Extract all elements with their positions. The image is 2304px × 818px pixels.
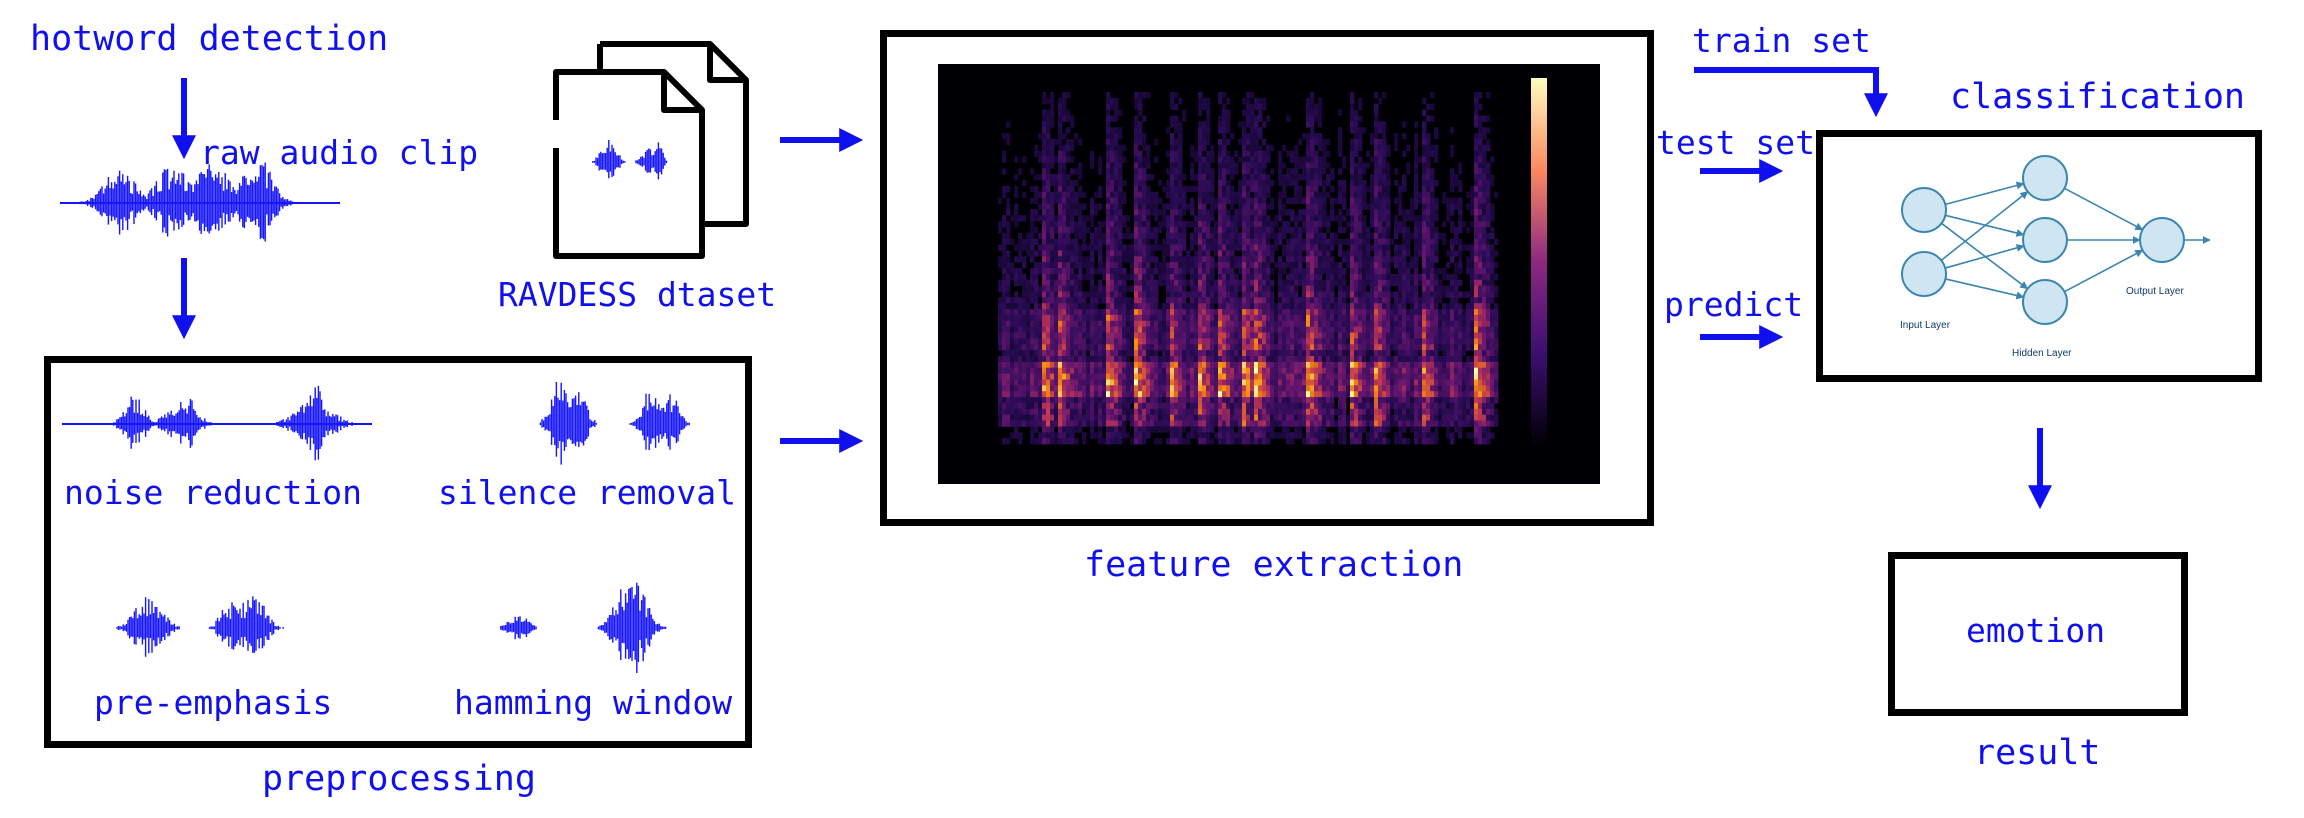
pre-emphasis-label: pre-emphasis (94, 683, 333, 722)
silence-removal-label: silence removal (438, 473, 737, 512)
network-node (2022, 279, 2068, 325)
hotword-label: hotword detection (30, 19, 389, 59)
hidden-layer-label: Hidden Layer (2012, 348, 2072, 359)
emotion-label: emotion (1966, 611, 2106, 650)
output-layer-label: Output Layer (2126, 286, 2184, 297)
emotion-box (1888, 552, 2188, 716)
feature-extraction-label: feature extraction (1084, 545, 1464, 585)
result-label: result (1974, 733, 2101, 773)
waveform-icon (60, 162, 340, 242)
network-node (2022, 155, 2068, 201)
dataset-label: RAVDESS dtaset (498, 275, 777, 314)
hamming-window-label: hamming window (454, 683, 733, 722)
predict-label: predict (1664, 285, 1804, 324)
waveform-icon (539, 382, 690, 465)
network-node (1901, 187, 1947, 233)
network-node (1901, 251, 1947, 297)
classification-label: classification (1950, 77, 2246, 117)
waveform-icon (592, 140, 668, 180)
document-stack-icon (552, 41, 749, 259)
waveform-icon (116, 596, 284, 657)
network-node (2022, 217, 2068, 263)
arrow-icon (1694, 67, 1888, 118)
spectrogram-image (938, 64, 1600, 484)
neural-network-diagram: Input Layer Hidden Layer Output Layer (1900, 155, 2211, 359)
test-set-label: test set (1656, 123, 1815, 162)
waveform-icon (62, 385, 372, 461)
noise-reduction-label: noise reduction (64, 473, 363, 512)
preprocessing-label: preprocessing (262, 759, 536, 799)
train-set-label: train set (1692, 21, 1871, 60)
waveform-icon (500, 582, 667, 673)
raw-clip-label: raw audio clip (200, 133, 479, 172)
network-node (2139, 217, 2185, 263)
input-layer-label: Input Layer (1900, 320, 1951, 331)
